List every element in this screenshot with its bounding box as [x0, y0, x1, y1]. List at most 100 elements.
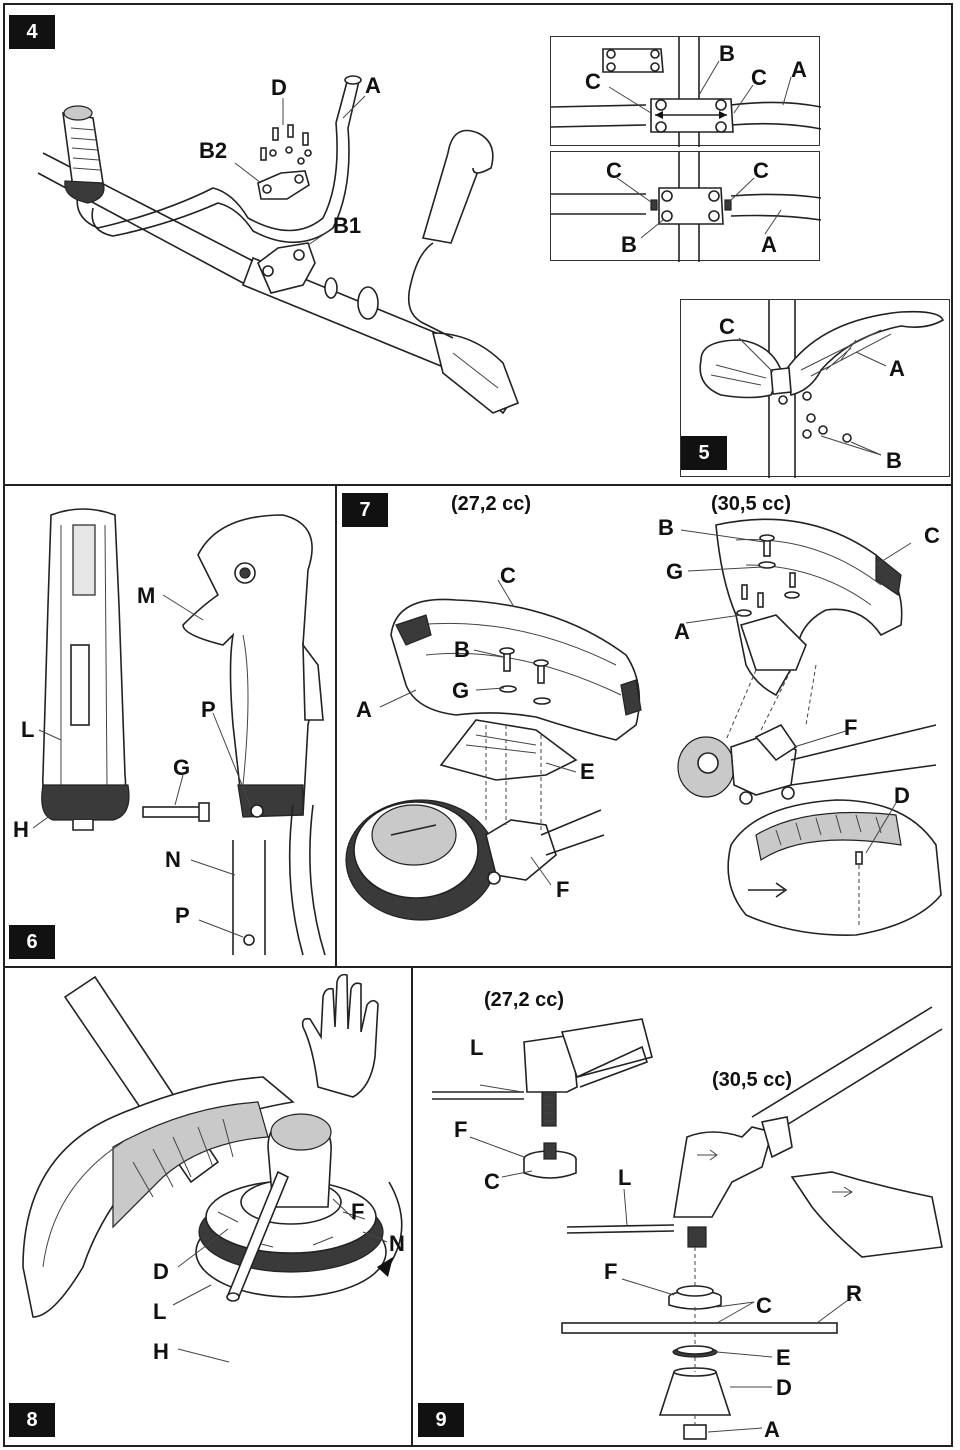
front-handle-illustration: C A B	[699, 300, 944, 478]
label-c-left: C	[585, 69, 601, 94]
label-a: A	[674, 619, 690, 644]
label-c: C	[484, 1169, 500, 1194]
label-b: B	[719, 41, 735, 66]
label-c-left: C	[606, 158, 622, 183]
caption-30-5cc: (30,5 cc)	[712, 1069, 793, 1091]
figure-8: F N D L H 8	[3, 967, 412, 1447]
throttle-handle-illustration: M L P G H N P	[13, 508, 326, 956]
left-grip	[62, 105, 105, 204]
guard-30cc-bottom	[727, 799, 942, 936]
label-b: B	[621, 232, 637, 257]
label-d: D	[776, 1375, 792, 1400]
label-h: H	[153, 1339, 169, 1364]
label-b: B	[658, 515, 674, 540]
flange-f-30cc	[668, 1285, 722, 1310]
figure-number-badge: 6	[9, 925, 55, 959]
label-d: D	[894, 783, 910, 808]
label-l: L	[470, 1035, 483, 1060]
tube-n	[232, 804, 326, 956]
trimmer-head-tightening-illustration: F N D L H	[22, 973, 405, 1364]
figure-7: 7 (27,2 cc) (30,5 cc)	[336, 485, 953, 967]
adapter-e	[439, 719, 578, 781]
figure-6: M L P G H N P 6	[3, 485, 336, 967]
label-a: A	[791, 57, 807, 82]
washer-e	[672, 1345, 718, 1358]
handlebar-tube	[76, 75, 362, 244]
label-m: M	[137, 583, 155, 608]
label-d: D	[271, 75, 287, 100]
label-p-bottom: P	[175, 903, 190, 928]
guard-27cc	[390, 598, 642, 741]
label-c: C	[924, 523, 940, 548]
handle-side-view	[182, 514, 324, 818]
guard-30cc-top	[715, 518, 903, 697]
figure-4-detail-bottom: C C B A	[550, 151, 822, 262]
rotation-arrow-head	[377, 1257, 393, 1277]
handlebar-assembly-illustration: D A B2 B1	[37, 73, 520, 415]
label-n: N	[165, 847, 181, 872]
label-h: H	[13, 817, 29, 842]
label-a: A	[365, 73, 381, 98]
label-d: D	[153, 1259, 169, 1284]
label-e: E	[776, 1345, 791, 1370]
cup-d	[658, 1367, 732, 1416]
gearbox-30cc	[566, 1006, 943, 1258]
throttle-handle	[407, 129, 494, 339]
label-c: C	[500, 563, 516, 588]
label-f: F	[351, 1199, 364, 1224]
clamp-b1	[257, 242, 316, 294]
gearbox-27cc	[432, 1018, 653, 1127]
locking-pin	[226, 1170, 290, 1302]
label-b: B	[454, 637, 470, 662]
caption-30-5cc: (30,5 cc)	[711, 493, 792, 515]
label-g: G	[173, 755, 190, 780]
gearbox-f-30cc	[677, 723, 937, 805]
label-f: F	[454, 1117, 467, 1142]
label-b: B	[886, 448, 902, 473]
label-l: L	[21, 717, 34, 742]
flange-27cc	[523, 1142, 577, 1179]
figure-4-detail-top: C B C A	[550, 36, 822, 147]
shaft-collar	[324, 277, 379, 320]
label-a: A	[356, 697, 372, 722]
label-c: C	[756, 1293, 772, 1318]
label-p-top: P	[201, 697, 216, 722]
page-frame	[3, 3, 953, 1447]
figure-number-badge: 9	[418, 1403, 464, 1437]
label-c-right: C	[751, 65, 767, 90]
figure-number-badge: 4	[9, 15, 55, 49]
guard	[22, 1076, 295, 1318]
hand-stop-icon	[301, 973, 379, 1098]
clamp-detail-top-illustration: C B C A	[550, 37, 822, 147]
blade-assembly-illustration: L F C	[432, 1006, 943, 1442]
label-l: L	[618, 1165, 631, 1190]
label-g: G	[452, 678, 469, 703]
nut-a	[683, 1424, 707, 1440]
label-c: C	[719, 314, 735, 339]
label-c-right: C	[753, 158, 769, 183]
figure-number-badge: 5	[681, 436, 727, 470]
label-b2: B2	[199, 138, 227, 163]
blade-r	[561, 1322, 838, 1334]
handle-front-view	[41, 508, 130, 831]
clamp-detail-bottom-illustration: C C B A	[551, 152, 822, 262]
label-a: A	[761, 232, 777, 257]
label-e: E	[580, 759, 595, 784]
caption-27-2cc: (27,2 cc)	[484, 989, 565, 1011]
figure-number-badge: 7	[342, 493, 388, 527]
trimmer-head-27cc	[345, 799, 497, 921]
label-r: R	[846, 1281, 862, 1306]
label-g: G	[666, 559, 683, 584]
figure-number-badge: 8	[9, 1403, 55, 1437]
bolts-d	[260, 124, 312, 165]
figure-9: (27,2 cc) (30,5 cc) L F C	[412, 967, 953, 1447]
label-l: L	[153, 1299, 166, 1324]
clamp-b2	[257, 170, 310, 200]
label-f: F	[844, 715, 857, 740]
figure-4: 4	[3, 3, 953, 485]
label-f: F	[556, 877, 569, 902]
label-f: F	[604, 1259, 617, 1284]
label-a: A	[889, 356, 905, 381]
